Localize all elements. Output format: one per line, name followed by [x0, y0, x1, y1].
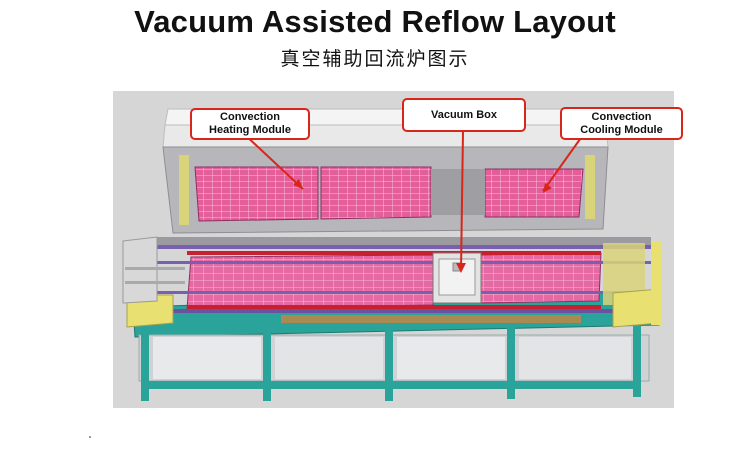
callout-convection-cooling: Convection Cooling Module: [560, 107, 683, 140]
callout-leaders: [242, 130, 584, 272]
stray-mark: [89, 436, 91, 438]
callout-vacuum-box: Vacuum Box: [402, 98, 526, 132]
vacuum-box-unit: [432, 252, 482, 304]
callout-heating-line1: Convection: [220, 111, 280, 123]
callout-heating-line2: Heating Module: [209, 124, 291, 136]
callout-cooling-line2: Cooling Module: [580, 123, 663, 136]
callout-cooling-line1: Convection: [591, 110, 652, 123]
page-title: Vacuum Assisted Reflow Layout: [134, 4, 616, 39]
reflow-oven-illustration: Convection Heating Module Vacuum Box Con…: [113, 91, 683, 408]
page-subtitle: 真空辅助回流炉图示: [280, 48, 470, 70]
callout-vacuum-label: Vacuum Box: [430, 108, 498, 121]
callout-convection-heating: Convection Heating Module: [190, 108, 310, 140]
callout-arrowheads: [293, 179, 552, 273]
oven-body: [122, 236, 661, 401]
oven-drawing: [113, 91, 674, 408]
